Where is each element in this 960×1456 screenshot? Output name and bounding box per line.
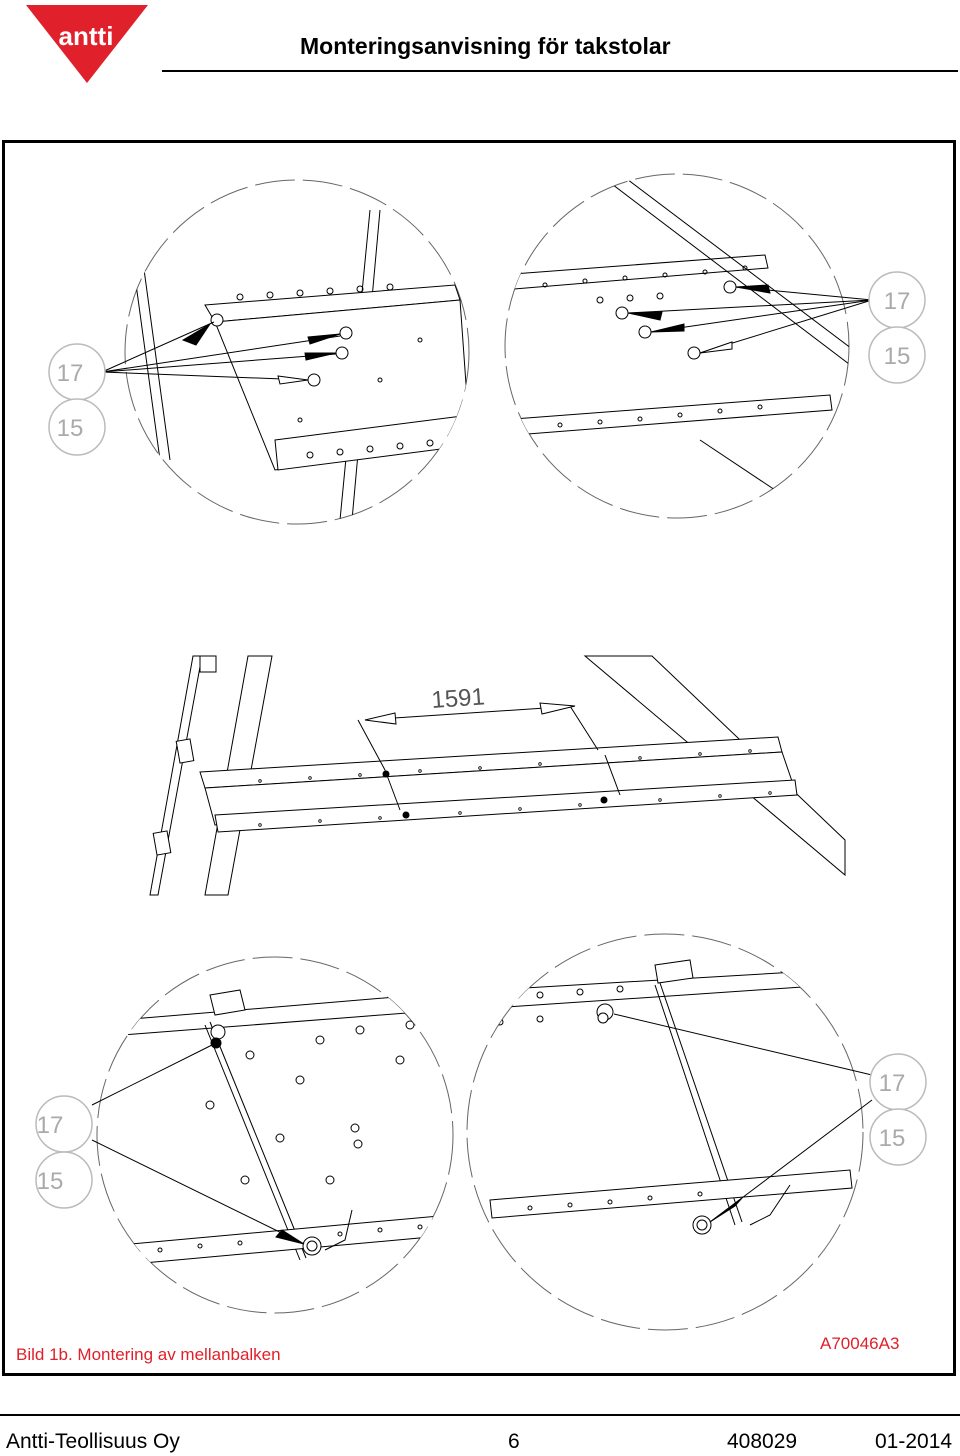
- page-title: Monteringsanvisning för takstolar: [300, 33, 671, 59]
- detail-view-1: [101, 179, 470, 525]
- logo-shield: [26, 5, 148, 83]
- callout-15: 15: [884, 343, 911, 370]
- logo-text: antti: [59, 21, 114, 51]
- callout-17: 17: [57, 360, 84, 387]
- antti-logo: antti: [26, 5, 148, 83]
- callout-15: 15: [879, 1125, 906, 1152]
- callout-17: 17: [879, 1070, 906, 1097]
- detail-view-3: [91, 956, 454, 1314]
- figure-frame: [2, 140, 956, 1376]
- figure-caption: Bild 1b. Montering av mellanbalken: [16, 1345, 281, 1364]
- title-divider: [162, 70, 958, 72]
- drawing-number: A70046A3: [820, 1334, 900, 1353]
- page-number: 6: [508, 1430, 520, 1453]
- callout-balloons: [35, 271, 927, 1209]
- callout-15: 15: [37, 1168, 64, 1195]
- detail-view-2: [504, 173, 873, 519]
- callout-15: 15: [57, 415, 84, 442]
- callout-17: 17: [37, 1112, 64, 1139]
- detail-view-4: [466, 933, 873, 1331]
- footer-company: Antti-Teollisuus Oy: [6, 1430, 180, 1453]
- document-date: 01-2014: [875, 1430, 953, 1453]
- overview-drawing: [149, 655, 846, 896]
- dimension-label: 1591: [431, 683, 486, 714]
- callout-17: 17: [884, 288, 911, 315]
- document-number: 408029: [727, 1430, 798, 1453]
- footer-divider: [0, 1414, 960, 1416]
